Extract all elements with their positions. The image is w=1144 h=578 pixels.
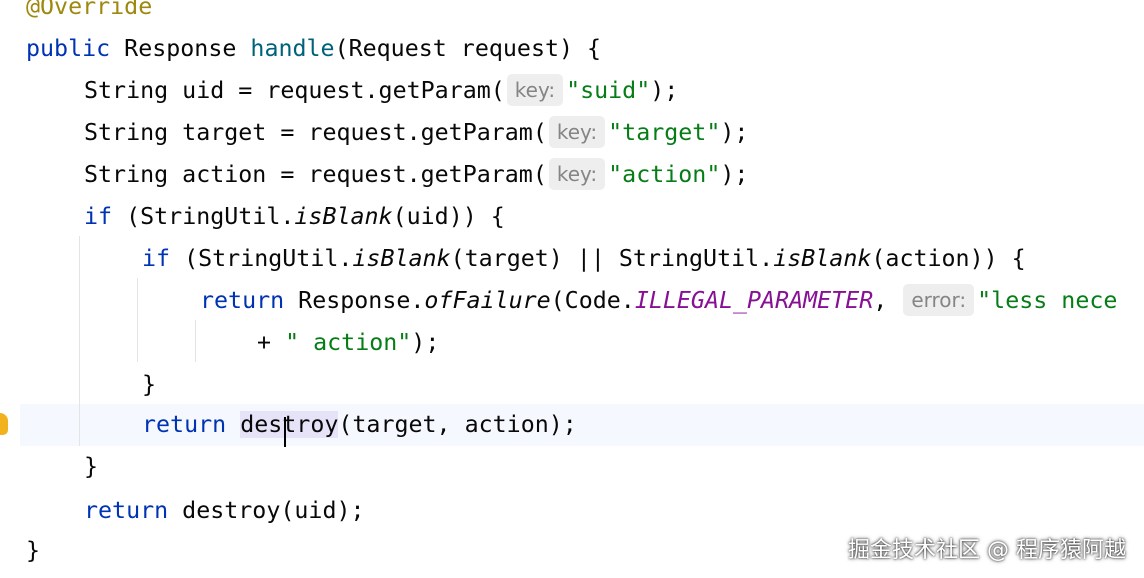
static-call: isBlank	[773, 245, 872, 272]
watermark: 掘金技术社区 @ 程序猿阿越	[848, 538, 1126, 563]
code-line-action[interactable]: String action = request.getParam(key:"ac…	[84, 154, 748, 196]
code-text: String target = request.getParam(	[84, 119, 547, 146]
code-text: (uid)) {	[392, 203, 505, 230]
code-line-annotation[interactable]: @Override	[26, 0, 152, 28]
code-line-close-brace[interactable]: }	[84, 446, 98, 488]
enum-constant: ILLEGAL_PARAMETER	[634, 287, 874, 314]
code-text: String uid = request.getParam(	[84, 77, 505, 104]
code-text: String action = request.getParam(	[84, 161, 547, 188]
method-call: destroy	[240, 411, 339, 438]
code-line-target[interactable]: String target = request.getParam(key:"ta…	[84, 112, 748, 154]
static-call: isBlank	[294, 203, 393, 230]
keyword: if	[142, 245, 171, 272]
code-line-method-signature[interactable]: public Response handle(Request request) …	[26, 28, 601, 70]
keyword: return	[84, 497, 169, 524]
code-text: ,	[873, 287, 902, 314]
code-text: );	[411, 329, 440, 356]
code-text: Response	[110, 35, 251, 62]
code-text: Response.	[284, 287, 425, 314]
indent-guide	[137, 278, 138, 362]
code-text	[226, 411, 240, 438]
static-call: ofFailure	[424, 287, 551, 314]
indent-guide	[195, 320, 196, 362]
code-line-concat[interactable]: + " action");	[257, 322, 439, 364]
string-literal: "action"	[608, 161, 721, 188]
highlighted-identifier[interactable]: destroy	[240, 411, 339, 447]
code-text: (target) || StringUtil.	[450, 245, 774, 272]
code-line-close-brace[interactable]: }	[26, 530, 40, 572]
code-text: );	[720, 161, 749, 188]
code-text: );	[650, 77, 679, 104]
keyword: return	[200, 287, 285, 314]
lightbulb-icon[interactable]	[0, 413, 8, 435]
method-name: handle	[250, 35, 335, 62]
parameter-hint: key:	[548, 158, 606, 190]
code-text: (StringUtil.	[170, 245, 353, 272]
code-text: }	[84, 453, 99, 480]
code-text: }	[142, 371, 157, 398]
code-text: (Request request) {	[334, 35, 602, 62]
indent-guide	[79, 236, 80, 446]
code-line-close-brace[interactable]: }	[142, 364, 156, 406]
code-line-if-uid[interactable]: if (StringUtil.isBlank(uid)) {	[84, 196, 505, 238]
keyword: return	[142, 411, 227, 438]
parameter-hint: error:	[903, 284, 975, 316]
code-text: destroy(uid);	[168, 497, 365, 524]
string-literal: "less nece	[977, 287, 1118, 314]
string-literal: " action"	[285, 329, 412, 356]
static-call: isBlank	[352, 245, 451, 272]
string-literal: "suid"	[566, 77, 651, 104]
code-text: }	[26, 537, 41, 564]
code-line-return-failure[interactable]: return Response.ofFailure(Code.ILLEGAL_P…	[200, 280, 1117, 322]
code-line-return-destroy-uid[interactable]: return destroy(uid);	[84, 490, 365, 532]
code-text: (Code.	[550, 287, 635, 314]
code-text: (StringUtil.	[112, 203, 295, 230]
code-text: (target, action);	[338, 411, 577, 438]
code-line-return-destroy-target[interactable]: return destroy(target, action);	[142, 404, 577, 447]
keyword: if	[84, 203, 113, 230]
code-line-if-target-action[interactable]: if (StringUtil.isBlank(target) || String…	[142, 238, 1026, 280]
keyword: public	[26, 35, 111, 62]
current-line-highlight	[20, 404, 1144, 446]
code-text: (action)) {	[871, 245, 1026, 272]
parameter-hint: key:	[506, 74, 564, 106]
code-text: +	[257, 329, 286, 356]
text-caret	[284, 417, 287, 447]
code-text: );	[720, 119, 749, 146]
string-literal: "target"	[608, 119, 721, 146]
annotation: @Override	[26, 0, 153, 20]
parameter-hint: key:	[548, 116, 606, 148]
code-line-uid[interactable]: String uid = request.getParam(key:"suid"…	[84, 70, 678, 112]
